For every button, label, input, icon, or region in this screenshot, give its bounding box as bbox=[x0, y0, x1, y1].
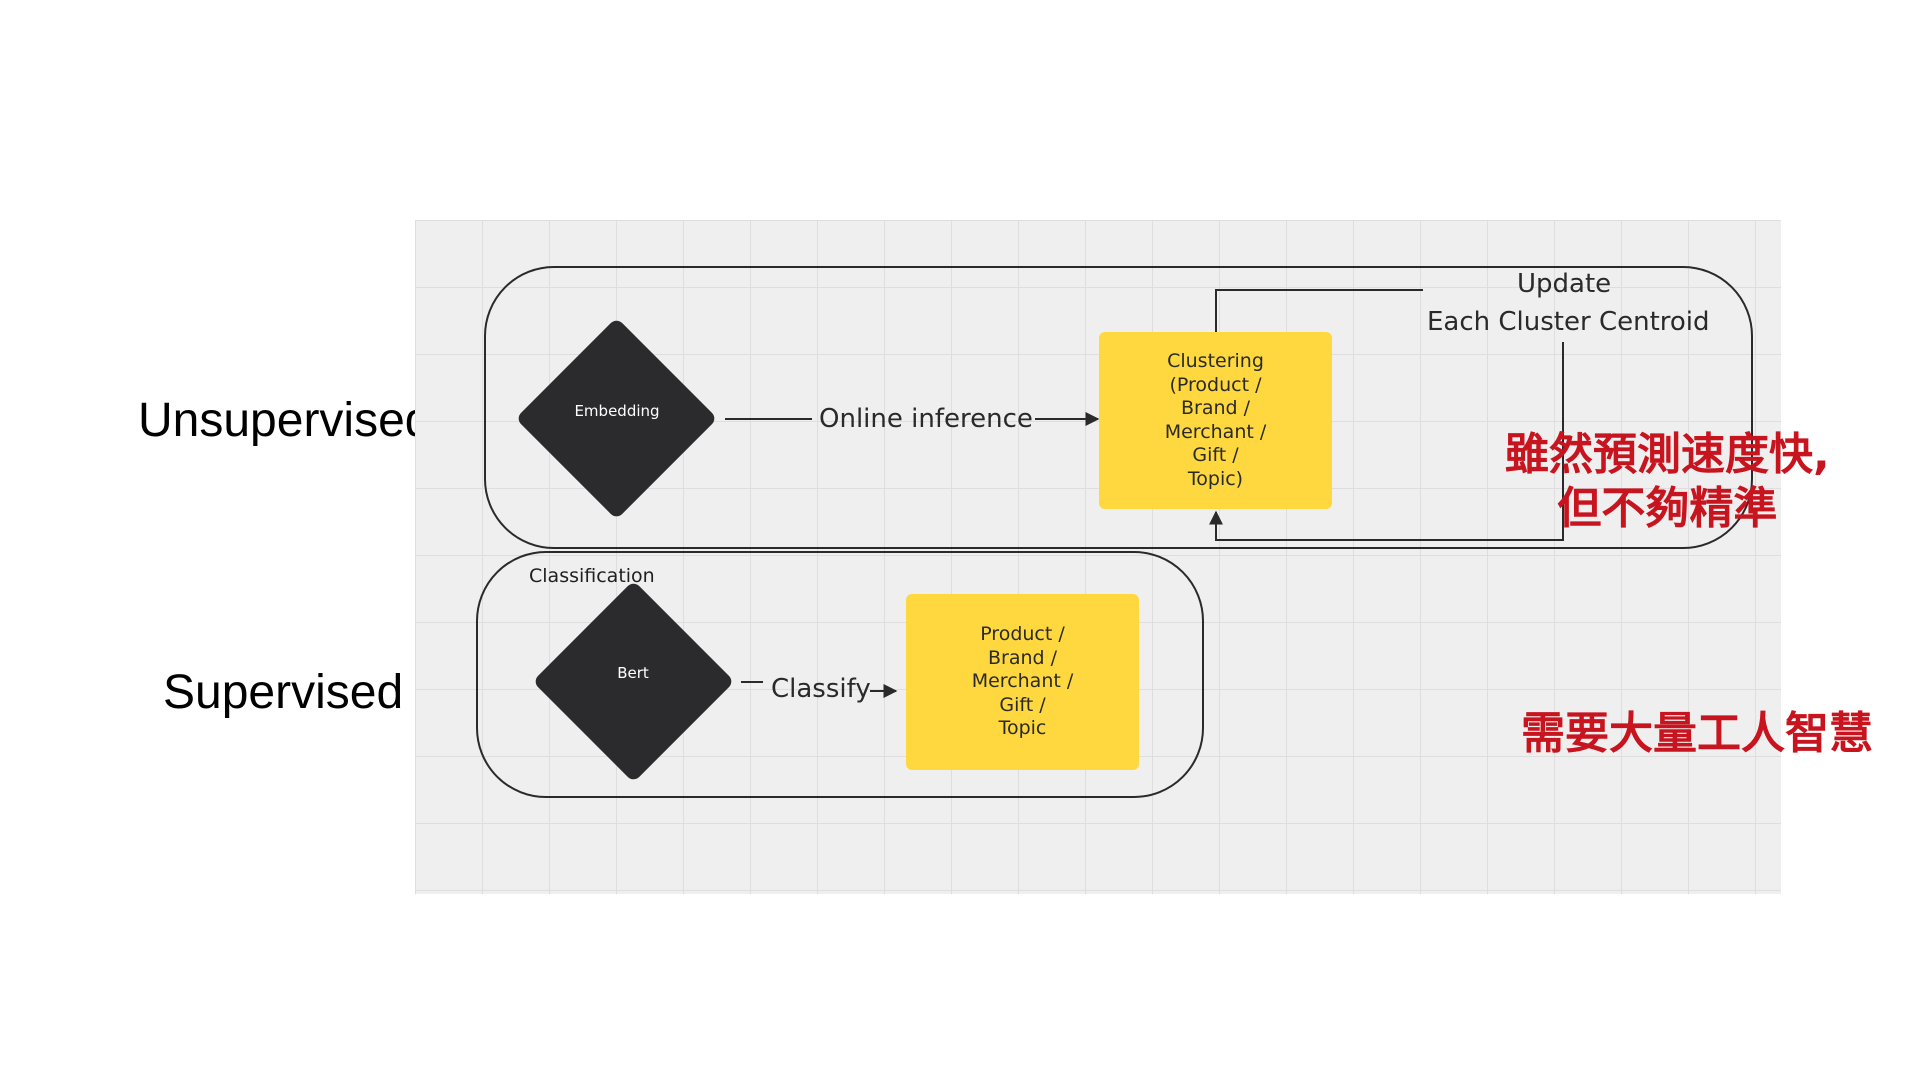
clustering-sticky[interactable]: Clustering (Product / Brand / Merchant /… bbox=[1099, 332, 1332, 509]
connector-update-loop bbox=[1209, 342, 1564, 541]
supervised-note: 需要大量工人智慧 bbox=[1521, 708, 1873, 759]
embedding-node-label: Embedding bbox=[574, 402, 660, 420]
connector-update-top bbox=[1215, 289, 1423, 332]
classification-frame[interactable] bbox=[476, 551, 1204, 798]
update-centroid-label: Each Cluster Centroid bbox=[1427, 307, 1710, 337]
classify-label: Classify bbox=[771, 674, 871, 704]
unsupervised-frame[interactable] bbox=[484, 266, 1753, 549]
connector-lines bbox=[725, 289, 1564, 698]
supervised-label: Supervised bbox=[163, 666, 404, 719]
whiteboard-canvas[interactable]: Classification Embedding Online inferenc… bbox=[415, 220, 1781, 894]
unsupervised-label: Unsupervised bbox=[138, 394, 432, 447]
classification-frame-title: Classification bbox=[529, 565, 655, 587]
unsupervised-note: 雖然預測速度快, 但不夠精準 bbox=[1505, 429, 1830, 534]
online-inference-label: Online inference bbox=[819, 404, 1033, 434]
categories-sticky[interactable]: Product / Brand / Merchant / Gift / Topi… bbox=[906, 594, 1139, 770]
update-label: Update bbox=[1517, 269, 1612, 299]
bert-node-label: Bert bbox=[617, 664, 649, 682]
